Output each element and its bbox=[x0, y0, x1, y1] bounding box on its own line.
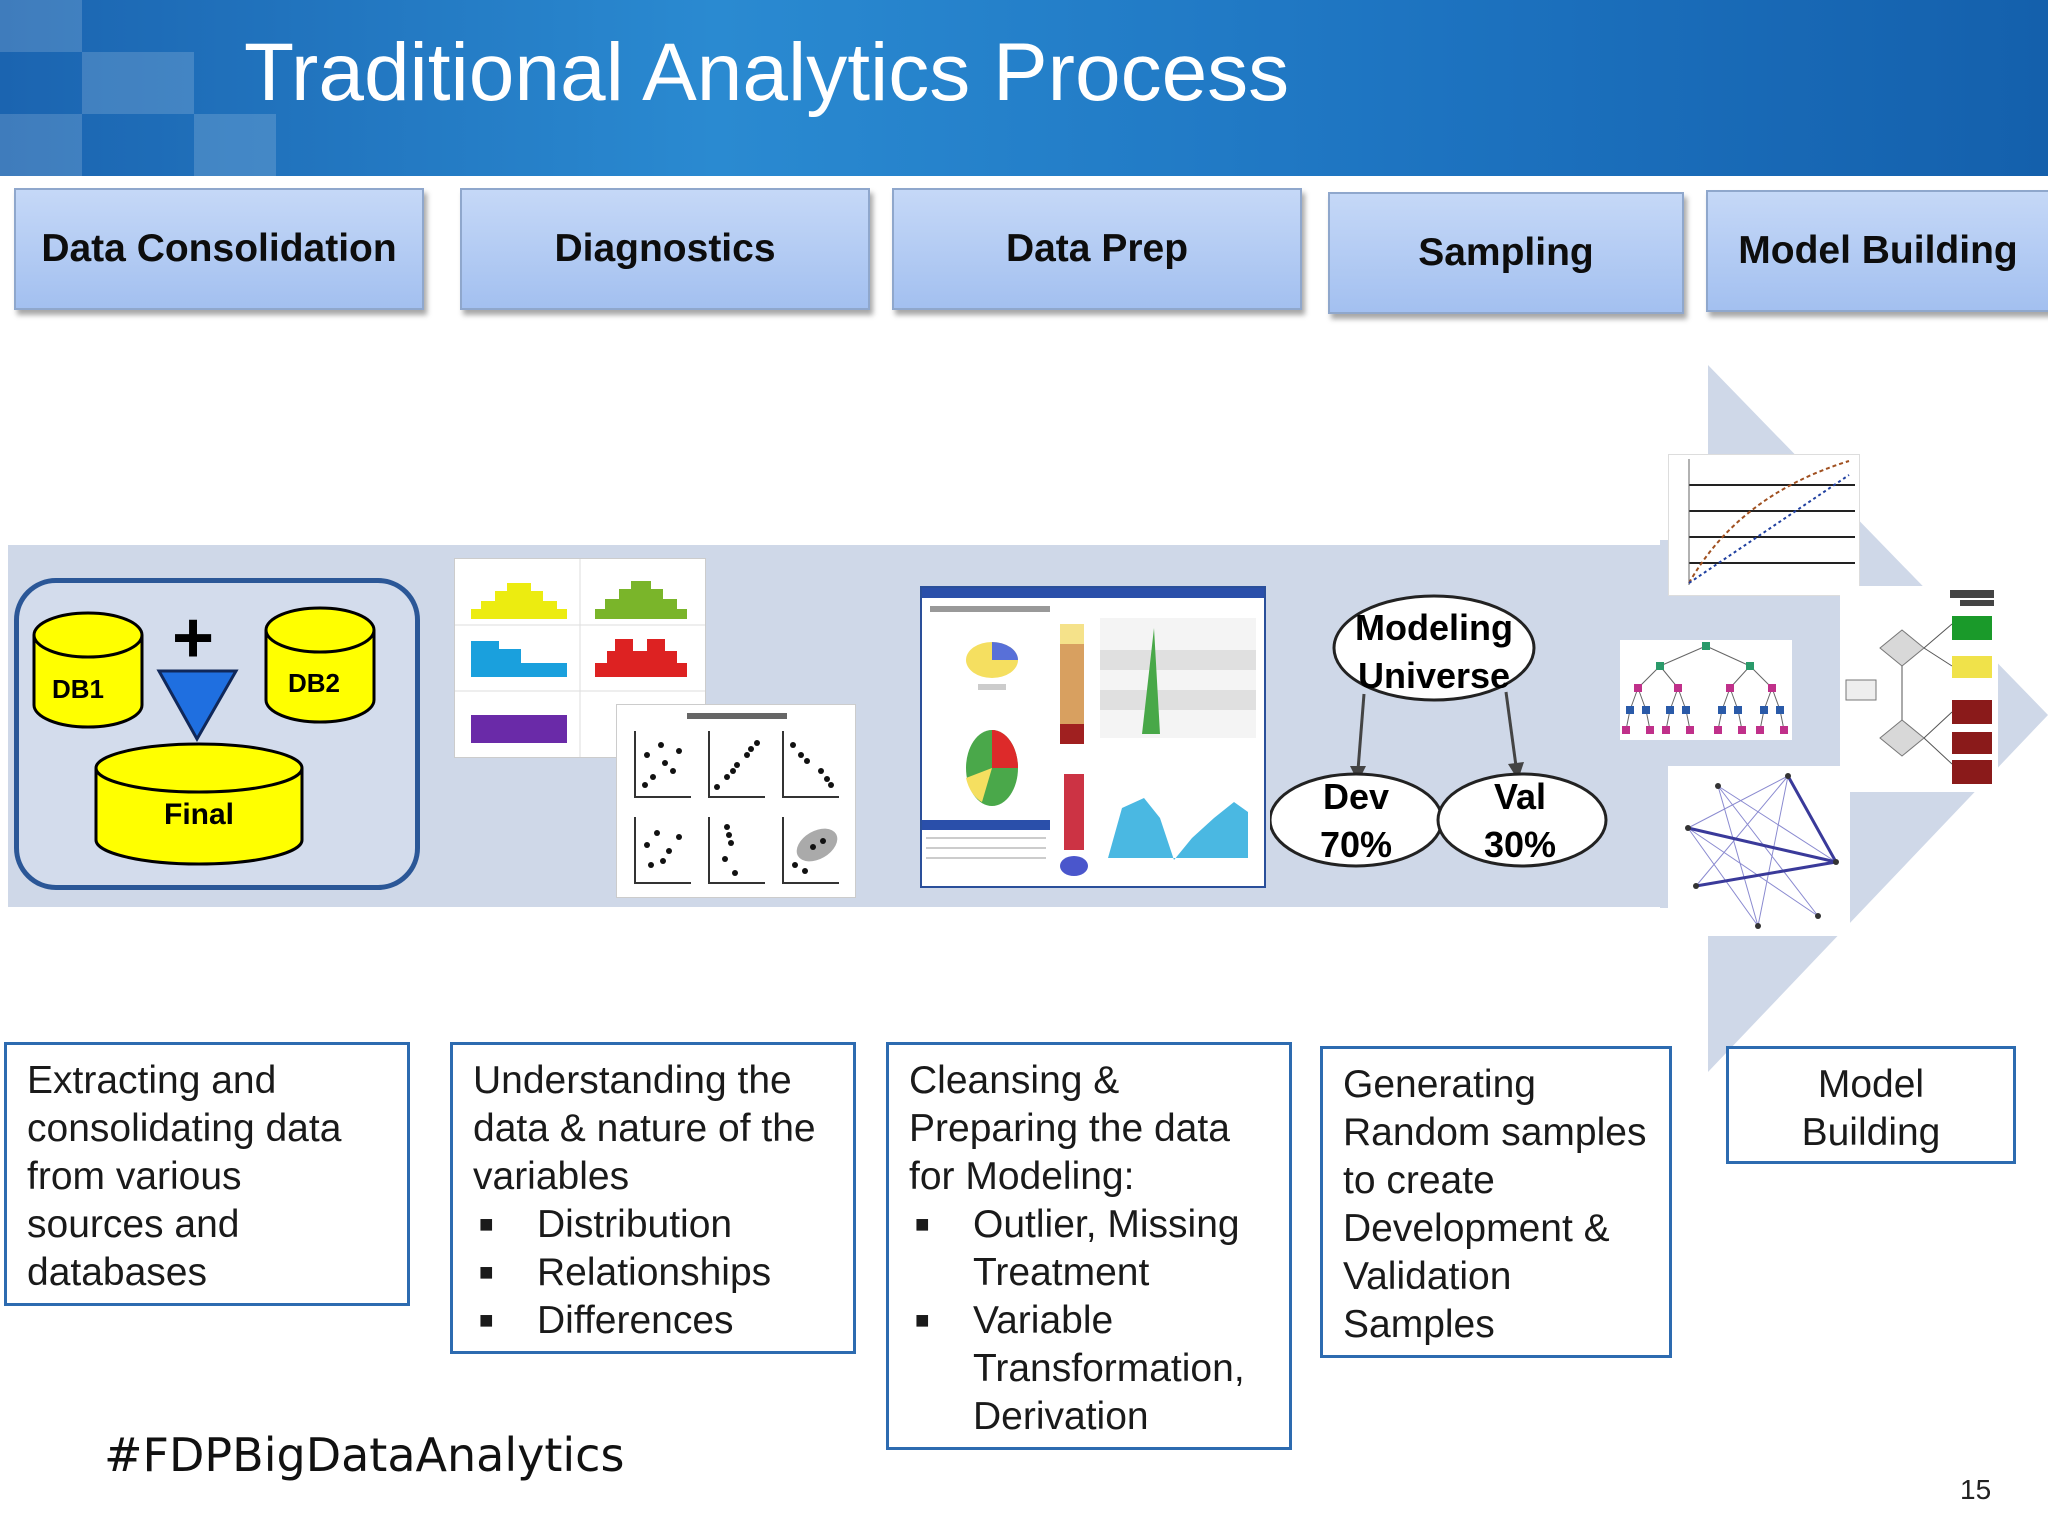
plus-sign: + bbox=[172, 598, 215, 678]
credit-risk-flowchart-thumbnail bbox=[1840, 586, 1998, 792]
banner-decoration bbox=[0, 114, 82, 176]
hashtag: #FDPBigDataAnalytics bbox=[104, 1428, 625, 1482]
dev-sample-name: Dev bbox=[1322, 776, 1390, 817]
page-number: 15 bbox=[1960, 1474, 1992, 1505]
desc-data-prep: Cleansing & Preparing the data for Model… bbox=[886, 1042, 1292, 1450]
network-graph-thumbnail bbox=[1668, 766, 1850, 936]
bullet-outlier-missing: Outlier, Missing Treatment bbox=[909, 1201, 1269, 1297]
val-sample-percent: 30% bbox=[1483, 824, 1557, 865]
db2-cylinder bbox=[264, 606, 376, 724]
bullet-distribution: Distribution bbox=[473, 1201, 833, 1249]
desc-model-building: Model Building bbox=[1726, 1046, 2016, 1164]
final-cylinder bbox=[94, 742, 304, 866]
histogram-thumbnail bbox=[454, 558, 706, 758]
stage-header-data-consolidation: Data Consolidation bbox=[14, 188, 424, 310]
desc-sampling: Generating Random samples to create Deve… bbox=[1320, 1046, 1672, 1358]
desc-data-prep-text: Cleansing & Preparing the data for Model… bbox=[909, 1059, 1230, 1198]
merge-funnel-icon bbox=[156, 669, 239, 742]
data-prep-dashboard-thumbnail bbox=[920, 586, 1266, 888]
desc-data-consolidation-text: Extracting and consolidating data from v… bbox=[27, 1059, 342, 1294]
val-sample-name: Val bbox=[1493, 776, 1547, 817]
desc-model-building-text: Model Building bbox=[1801, 1063, 1941, 1154]
modeling-universe-label: Modeling Universe bbox=[1355, 607, 1513, 696]
stage-header-model-building: Model Building bbox=[1706, 190, 2048, 312]
banner-decoration bbox=[0, 0, 82, 52]
slide-title: Traditional Analytics Process bbox=[244, 27, 1290, 118]
banner-decoration bbox=[194, 114, 276, 176]
title-banner bbox=[0, 0, 2048, 176]
scatter-plots-thumbnail bbox=[616, 704, 856, 898]
desc-data-consolidation: Extracting and consolidating data from v… bbox=[4, 1042, 410, 1306]
db1-cylinder bbox=[32, 611, 144, 729]
stage-header-sampling: Sampling bbox=[1328, 192, 1684, 314]
sampling-diagram bbox=[1270, 594, 1608, 868]
banner-decoration bbox=[82, 52, 194, 114]
desc-sampling-text: Generating Random samples to create Deve… bbox=[1343, 1063, 1647, 1346]
stage-header-diagnostics: Diagnostics bbox=[460, 188, 870, 310]
final-label: Final bbox=[164, 798, 235, 831]
gains-chart-thumbnail bbox=[1668, 454, 1860, 596]
bullet-variable-transformation: Variable Transformation, Derivation bbox=[909, 1297, 1269, 1441]
dev-sample-percent: 70% bbox=[1319, 824, 1393, 865]
bullet-differences: Differences bbox=[473, 1297, 833, 1345]
decision-tree-thumbnail bbox=[1620, 640, 1792, 740]
db1-label: DB1 bbox=[52, 674, 105, 704]
desc-diagnostics: Understanding the data & nature of the v… bbox=[450, 1042, 856, 1354]
desc-diagnostics-text: Understanding the data & nature of the v… bbox=[473, 1059, 816, 1198]
bullet-relationships: Relationships bbox=[473, 1249, 833, 1297]
stage-header-data-prep: Data Prep bbox=[892, 188, 1302, 310]
db2-label: DB2 bbox=[288, 668, 341, 698]
